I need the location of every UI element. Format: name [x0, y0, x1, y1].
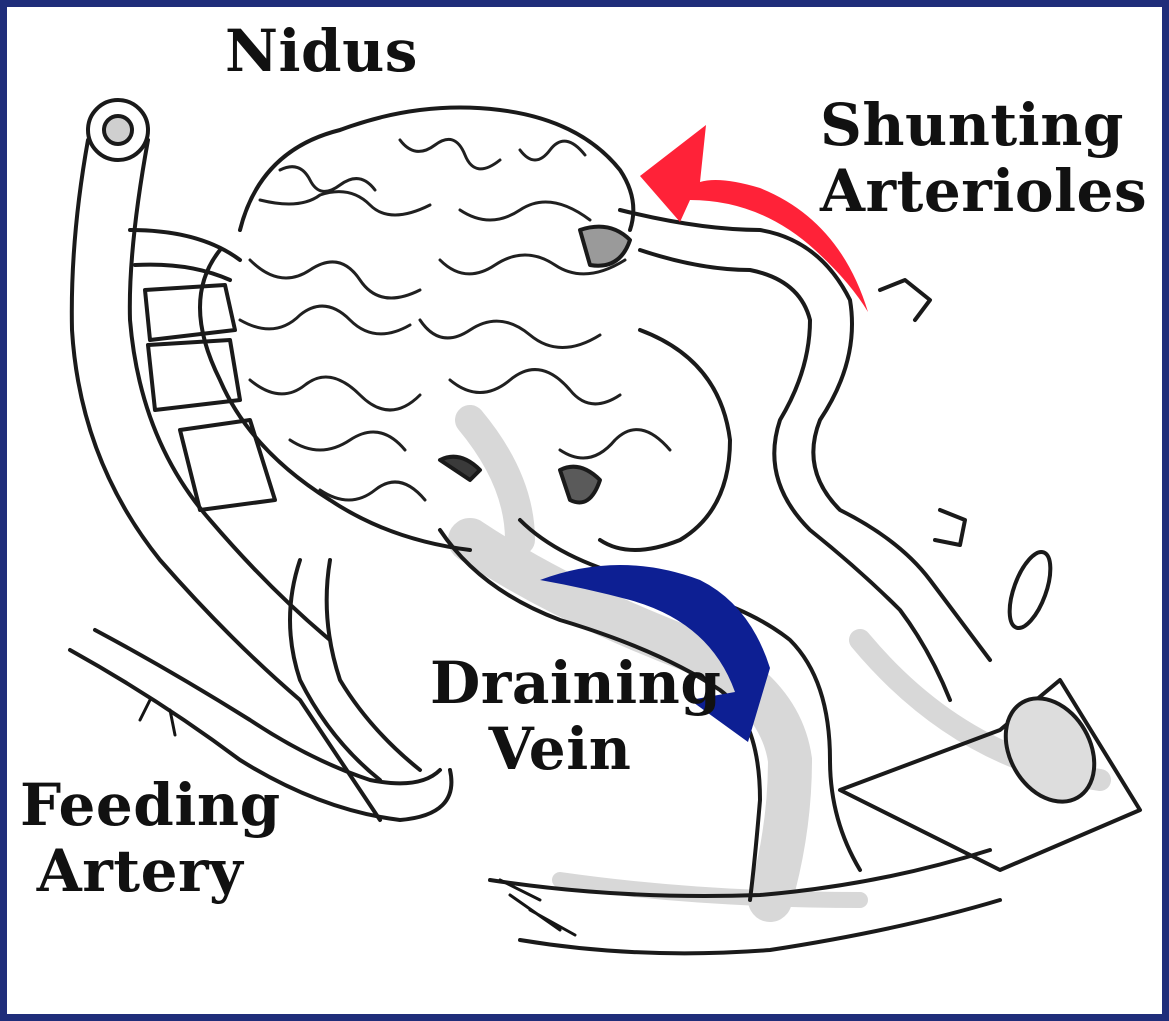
feeding-label-line-2: Artery: [20, 838, 260, 904]
feeding-artery-label: Feeding Artery: [20, 772, 260, 904]
side-vessels: [145, 285, 275, 510]
shunting-label-line-1: Shunting: [820, 92, 1120, 158]
feeding-label-line-1: Feeding: [20, 772, 260, 838]
draining-vein-label: Draining Vein: [430, 650, 690, 782]
draining-label-line-1: Draining: [430, 650, 690, 716]
nidus-label-text: Nidus: [225, 17, 418, 85]
draining-label-line-2: Vein: [430, 716, 690, 782]
shunting-label-line-2: Arterioles: [820, 158, 1120, 224]
shunting-arterioles-label: Shunting Arterioles: [820, 92, 1120, 224]
nidus-label: Nidus: [225, 18, 418, 84]
feeding-artery-coil: [72, 100, 380, 820]
